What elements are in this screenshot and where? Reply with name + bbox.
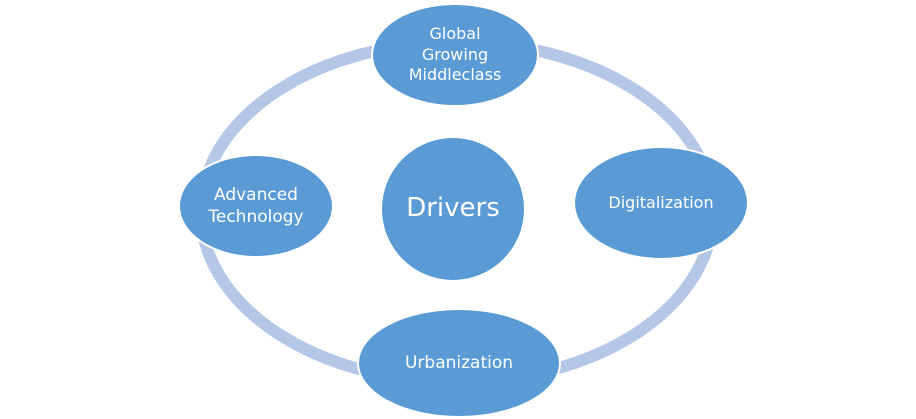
center-label: Drivers [406, 193, 500, 224]
node-bottom-shape [357, 308, 561, 418]
node-bottom: Urbanization [404, 352, 514, 373]
node-left-shape [178, 154, 334, 258]
node-top-shape [371, 3, 539, 107]
center-shape [380, 136, 526, 282]
node-right: Digitalization [608, 192, 714, 212]
node-top: Global Growing Middleclass [408, 23, 502, 85]
node-right-shape [573, 146, 749, 260]
node-left: Advanced Technology [208, 184, 304, 227]
